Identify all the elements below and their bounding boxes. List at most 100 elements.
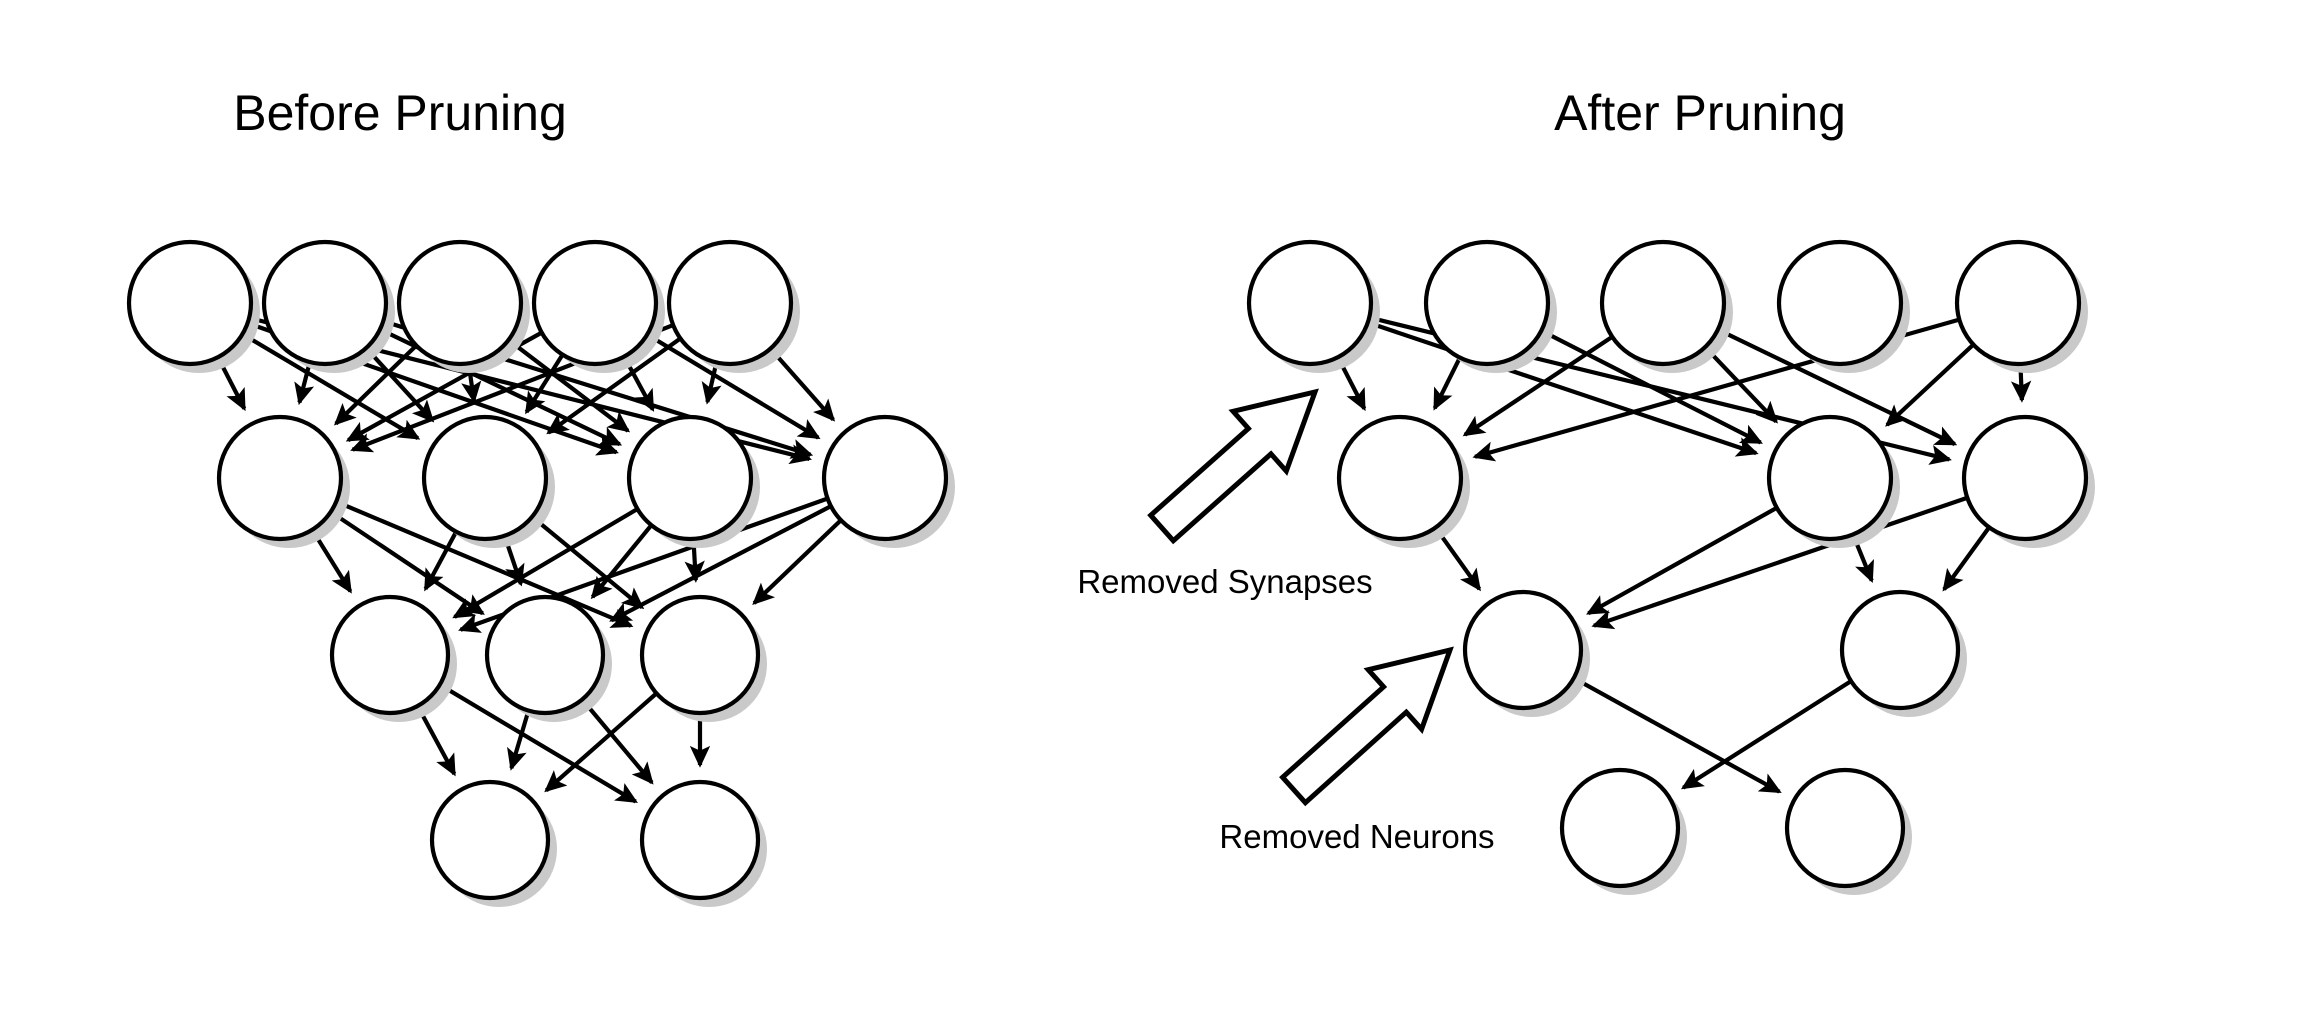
synapse-before-32 bbox=[439, 683, 638, 804]
synapse-before-21 bbox=[336, 500, 634, 628]
synapse-after-13 bbox=[1591, 496, 1968, 630]
neuron-before-l3-n0[interactable] bbox=[429, 779, 557, 907]
removed-synapses-block-arrow-icon bbox=[1147, 388, 1319, 545]
neuron-body[interactable] bbox=[261, 239, 389, 367]
synapse-after-5 bbox=[1462, 335, 1613, 437]
synapse-after-6 bbox=[1704, 346, 1779, 424]
annotation-removed-synapses: Removed Synapses bbox=[1077, 388, 1373, 600]
synapse-after-9 bbox=[1885, 343, 1975, 427]
neuron-before-l0-n3[interactable] bbox=[531, 239, 665, 373]
neuron-after-l0-n4[interactable] bbox=[1954, 239, 2088, 373]
neuron-body[interactable] bbox=[666, 239, 794, 367]
neuron-body[interactable] bbox=[639, 779, 761, 901]
synapse-before-10 bbox=[508, 338, 631, 433]
neuron-before-l1-n3[interactable] bbox=[821, 414, 955, 548]
neuron-body[interactable] bbox=[429, 779, 551, 901]
neuron-body[interactable] bbox=[329, 594, 451, 716]
neuron-body[interactable] bbox=[421, 414, 549, 542]
neuron-after-l2-n0[interactable] bbox=[1462, 589, 1590, 717]
neuron-body[interactable] bbox=[1776, 239, 1904, 367]
neuron-after-l2-n1[interactable] bbox=[1839, 589, 1967, 717]
synapse-before-29 bbox=[609, 504, 831, 623]
neuron-after-l1-n2[interactable] bbox=[1961, 414, 2095, 548]
neuron-before-l1-n2[interactable] bbox=[626, 414, 760, 548]
synapse-before-16 bbox=[546, 337, 681, 435]
synapse-before-17 bbox=[701, 362, 722, 405]
neuron-before-l2-n0[interactable] bbox=[329, 594, 457, 722]
synapse-before-5 bbox=[365, 347, 435, 423]
panel-title-before: Before Pruning bbox=[233, 85, 567, 141]
synapse-before-35 bbox=[544, 692, 658, 793]
neuron-body[interactable] bbox=[1559, 767, 1681, 889]
neuron-body[interactable] bbox=[126, 239, 254, 367]
annotation-removed-neurons: Removed Neurons bbox=[1219, 646, 1495, 855]
neuron-body[interactable] bbox=[1839, 589, 1961, 711]
removed-neurons-block-arrow-icon bbox=[1279, 646, 1454, 807]
neuron-after-l1-n1[interactable] bbox=[1766, 414, 1900, 548]
neuron-body[interactable] bbox=[1246, 239, 1374, 367]
synapse-group-before bbox=[216, 316, 842, 804]
neuron-body[interactable] bbox=[1766, 414, 1894, 542]
neuron-after-l3-n1[interactable] bbox=[1784, 767, 1912, 895]
neuron-before-l2-n1[interactable] bbox=[484, 594, 612, 722]
neuron-body[interactable] bbox=[1423, 239, 1551, 367]
synapse-before-25 bbox=[452, 507, 638, 619]
synapse-after-3 bbox=[1432, 357, 1462, 411]
neuron-before-l0-n4[interactable] bbox=[666, 239, 800, 373]
panel-before: Before Pruning bbox=[126, 85, 955, 907]
neuron-body[interactable] bbox=[396, 239, 524, 367]
neuron-body[interactable] bbox=[1599, 239, 1727, 367]
neuron-before-l0-n1[interactable] bbox=[261, 239, 395, 373]
synapse-after-17 bbox=[1680, 679, 1852, 790]
neuron-body[interactable] bbox=[1954, 239, 2082, 367]
neuron-before-l2-n2[interactable] bbox=[639, 594, 767, 722]
synapse-after-15 bbox=[1434, 527, 1482, 592]
neuron-body[interactable] bbox=[1961, 414, 2089, 542]
neuron-group-after bbox=[1246, 239, 2095, 895]
synapse-after-1 bbox=[1368, 320, 1759, 457]
neuron-before-l3-n1[interactable] bbox=[639, 779, 767, 907]
neuron-before-l0-n2[interactable] bbox=[396, 239, 530, 373]
neuron-after-l0-n2[interactable] bbox=[1599, 239, 1733, 373]
synapse-before-1 bbox=[242, 332, 421, 441]
removed-synapses-label: Removed Synapses bbox=[1077, 563, 1372, 600]
synapse-before-12 bbox=[524, 354, 564, 415]
synapse-before-22 bbox=[423, 531, 458, 592]
synapse-before-34 bbox=[581, 698, 654, 785]
synapse-before-8 bbox=[333, 344, 418, 426]
neuron-before-l0-n0[interactable] bbox=[126, 239, 260, 373]
removed-neurons-label: Removed Neurons bbox=[1219, 818, 1494, 855]
neuron-before-l1-n1[interactable] bbox=[421, 414, 555, 548]
neuron-body[interactable] bbox=[1336, 414, 1464, 542]
synapse-before-19 bbox=[310, 529, 353, 594]
synapse-before-20 bbox=[330, 510, 485, 616]
neuron-body[interactable] bbox=[1462, 589, 1584, 711]
neuron-group-before bbox=[126, 239, 955, 907]
neuron-body[interactable] bbox=[1784, 767, 1906, 889]
neuron-after-l0-n3[interactable] bbox=[1776, 239, 1910, 373]
synapse-before-4 bbox=[294, 362, 315, 406]
synapse-before-26 bbox=[590, 524, 653, 600]
neuron-body[interactable] bbox=[639, 594, 761, 716]
neuron-before-l1-n0[interactable] bbox=[216, 414, 350, 548]
neuron-after-l3-n0[interactable] bbox=[1559, 767, 1687, 895]
synapse-before-18 bbox=[769, 348, 836, 422]
neuron-body[interactable] bbox=[484, 594, 606, 716]
synapse-before-31 bbox=[416, 705, 457, 777]
synapse-after-16 bbox=[1573, 676, 1782, 794]
neuron-after-l0-n0[interactable] bbox=[1246, 239, 1380, 373]
synapse-before-33 bbox=[507, 710, 531, 771]
neuron-body[interactable] bbox=[216, 414, 344, 542]
neuron-body[interactable] bbox=[626, 414, 754, 542]
neuron-after-l1-n0[interactable] bbox=[1336, 414, 1470, 548]
neuron-body[interactable] bbox=[821, 414, 949, 542]
synapse-after-11 bbox=[1586, 506, 1777, 616]
neuron-body[interactable] bbox=[531, 239, 659, 367]
panel-title-after: After Pruning bbox=[1554, 85, 1846, 141]
neuron-after-l0-n1[interactable] bbox=[1423, 239, 1557, 373]
synapse-before-14 bbox=[646, 333, 821, 440]
